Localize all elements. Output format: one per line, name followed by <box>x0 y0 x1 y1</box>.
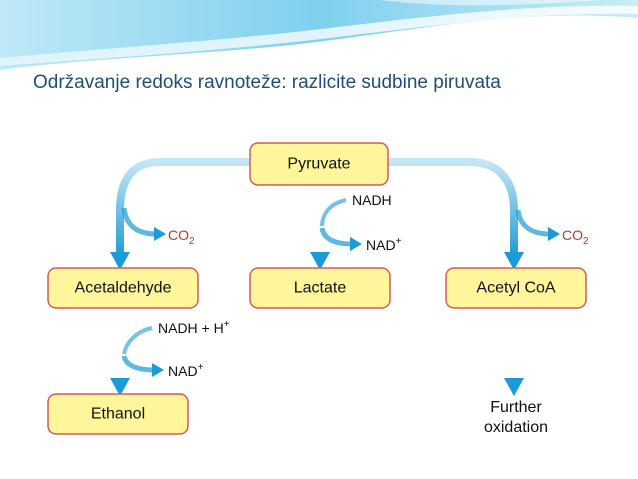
node-acetyl-coa: Acetyl CoA <box>445 267 587 309</box>
node-ethanol-label: Ethanol <box>91 406 145 423</box>
arrow-co2-right <box>515 209 551 237</box>
slide-title: Održavanje redoks ravnoteže: razlicite s… <box>33 72 501 93</box>
arrowhead-ethanol <box>110 378 130 396</box>
co2-label-left: CO2 <box>168 227 195 247</box>
arrowhead-acetyl-coa <box>504 252 524 270</box>
arrow-nad-left-out <box>121 355 155 373</box>
node-lactate-label: Lactate <box>294 280 347 297</box>
node-acetaldehyde-label: Acetaldehyde <box>75 280 172 297</box>
nad-label-left: NAD+ <box>168 362 204 379</box>
node-pyruvate-label: Pyruvate <box>287 156 350 173</box>
node-lactate: Lactate <box>249 267 391 309</box>
further-oxidation-line1: Further <box>490 399 542 416</box>
node-acetyl-coa-label: Acetyl CoA <box>476 280 555 297</box>
arrowhead-lactate <box>310 252 330 270</box>
arrowhead-acetaldehyde <box>110 252 130 270</box>
arrowhead-further-oxidation <box>504 378 524 396</box>
node-further-oxidation: Further oxidation <box>484 399 548 436</box>
arrow-pyruvate-to-acetaldehyde <box>116 158 250 258</box>
header-wave-decoration <box>0 0 638 70</box>
nad-label-center: NAD+ <box>366 236 402 253</box>
arrow-nadh-left-in <box>122 326 153 355</box>
arrow-nad-center-out <box>319 227 353 247</box>
arrow-co2-left <box>121 207 157 237</box>
node-ethanol: Ethanol <box>47 393 189 435</box>
nadh-label-center: NADH <box>352 192 392 208</box>
further-oxidation-line2: oxidation <box>484 419 548 436</box>
node-pyruvate: Pyruvate <box>249 142 389 186</box>
co2-label-right: CO2 <box>562 227 589 247</box>
nadh-h-label-left: NADH + H+ <box>158 319 230 336</box>
node-acetaldehyde: Acetaldehyde <box>47 267 199 309</box>
arrow-pyruvate-to-acetyl-coa <box>388 158 518 258</box>
arrow-nadh-center-in <box>320 198 347 227</box>
